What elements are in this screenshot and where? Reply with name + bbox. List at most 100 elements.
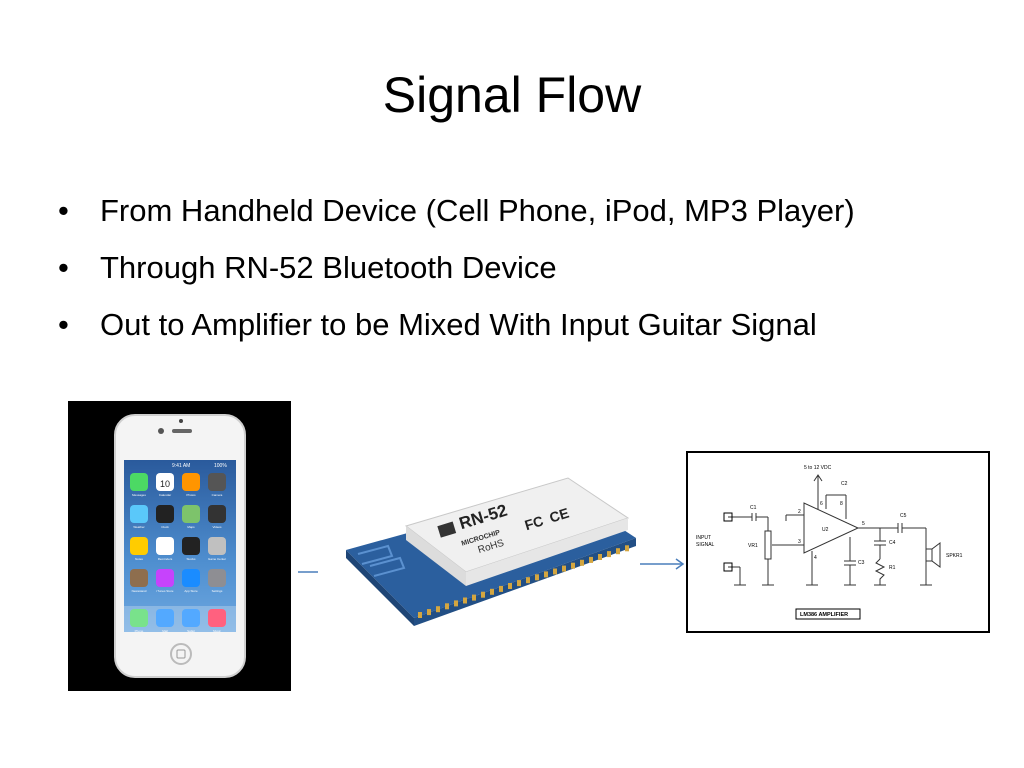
app-label: Weather — [133, 525, 144, 529]
app-icon — [130, 609, 148, 627]
app-icon — [156, 473, 174, 491]
status-time: 9:41 AM — [172, 463, 190, 469]
app-label: Mail — [162, 629, 168, 633]
app-icon — [156, 505, 174, 523]
app-label: Camera — [212, 493, 223, 497]
module-pad — [553, 568, 557, 575]
schem-input-1: INPUT — [696, 535, 711, 541]
module-pad — [490, 588, 494, 595]
app-icon — [130, 473, 148, 491]
slide-title: Signal Flow — [382, 67, 642, 123]
module-pad — [562, 565, 566, 572]
bullet-item: •Out to Amplifier to be Mixed With Input… — [58, 302, 978, 348]
bullet-dot: • — [58, 307, 69, 342]
module-pad — [427, 609, 431, 616]
module-pad — [499, 585, 503, 592]
app-label: iTunes Store — [157, 589, 174, 593]
app-icon — [208, 569, 226, 587]
app-label: Maps — [187, 525, 195, 529]
app-icon — [208, 473, 226, 491]
module-pad — [616, 548, 620, 555]
app-label: Videos — [212, 525, 222, 529]
phone-image: 9:41 AM 100% Messages Calendar Photos Camer… — [68, 401, 291, 691]
bullet-item: •From Handheld Device (Cell Phone, iPod,… — [58, 188, 978, 234]
app-icon — [156, 537, 174, 555]
app-label: Messages — [132, 493, 146, 497]
module-fcc: FC — [523, 512, 546, 533]
schem-pin6: 6 — [820, 501, 823, 507]
app-icon — [182, 569, 200, 587]
amplifier-schematic: 5 to 12 VDC INPUT SIGNAL C1 C2 C3 C4 C5 … — [686, 451, 990, 633]
app-icon — [156, 609, 174, 627]
module-pad — [598, 554, 602, 560]
schem-c4: C4 — [889, 540, 896, 546]
module-ce: CE — [548, 505, 571, 526]
module-pad — [463, 597, 467, 604]
bullet-dot: • — [58, 250, 69, 285]
module-pad — [508, 583, 512, 589]
app-label: Game Center — [208, 557, 226, 561]
app-icon — [182, 473, 200, 491]
schem-pin2: 2 — [798, 509, 801, 515]
module-pad — [436, 606, 440, 613]
schem-supply: 5 to 12 VDC — [804, 465, 832, 471]
battery-text: 100% — [214, 463, 227, 469]
app-label: Music — [213, 629, 221, 633]
module-pad — [580, 559, 584, 566]
app-icon — [208, 609, 226, 627]
app-label: Settings — [212, 589, 223, 593]
app-label: Notes — [135, 557, 143, 561]
module-pad — [445, 603, 449, 610]
rn52-module-image: RN-52 MICROCHIP RoHS FC CE — [318, 406, 648, 686]
app-label: Photos — [186, 493, 196, 497]
bullet-item: •Through RN-52 Bluetooth Device — [58, 245, 978, 291]
schem-pin3: 3 — [798, 539, 801, 545]
calendar-day: 10 — [160, 479, 170, 489]
module-pad — [571, 562, 575, 569]
app-icon — [182, 609, 200, 627]
bullet-list: •From Handheld Device (Cell Phone, iPod,… — [58, 188, 978, 359]
app-icon — [182, 505, 200, 523]
app-label: Safari — [187, 629, 195, 633]
app-label: Calendar — [159, 493, 171, 497]
app-label: Reminders — [158, 557, 173, 561]
app-icon — [130, 569, 148, 587]
schem-vr1: VR1 — [748, 543, 758, 549]
schem-c2: C2 — [841, 481, 848, 487]
app-icon — [156, 569, 174, 587]
app-label: Stocks — [186, 557, 196, 561]
app-icon — [208, 505, 226, 523]
schem-pin4: 4 — [814, 555, 817, 561]
schem-u2: U2 — [822, 527, 829, 533]
module-pad — [625, 545, 629, 552]
app-label: App Store — [184, 589, 198, 593]
schem-c3: C3 — [858, 560, 865, 566]
app-icon — [208, 537, 226, 555]
app-icon — [182, 537, 200, 555]
module-pad — [589, 556, 593, 563]
schem-pin5: 5 — [862, 521, 865, 527]
schem-title: LM386 AMPLIFIER — [800, 612, 848, 618]
app-label: Phone — [135, 629, 144, 633]
module-pad — [535, 574, 539, 581]
schem-pin8: 8 — [840, 501, 843, 507]
app-label: Clock — [161, 525, 169, 529]
app-icon — [130, 537, 148, 555]
module-pad — [418, 612, 422, 618]
schem-c1: C1 — [750, 505, 757, 511]
module-pad — [481, 591, 485, 598]
module-pad — [454, 600, 458, 607]
module-pad — [472, 594, 476, 601]
module-pad — [526, 577, 530, 584]
schem-input-2: SIGNAL — [696, 542, 715, 548]
schem-r1: R1 — [889, 565, 896, 571]
app-label: Newsstand — [132, 589, 147, 593]
schem-spkr: SPKR1 — [946, 553, 963, 559]
flow-arrow-2 — [640, 558, 685, 570]
bullet-dot: • — [58, 193, 69, 228]
module-pad — [517, 580, 521, 587]
module-pad — [607, 551, 611, 558]
app-icon — [130, 505, 148, 523]
module-pad — [544, 571, 548, 578]
